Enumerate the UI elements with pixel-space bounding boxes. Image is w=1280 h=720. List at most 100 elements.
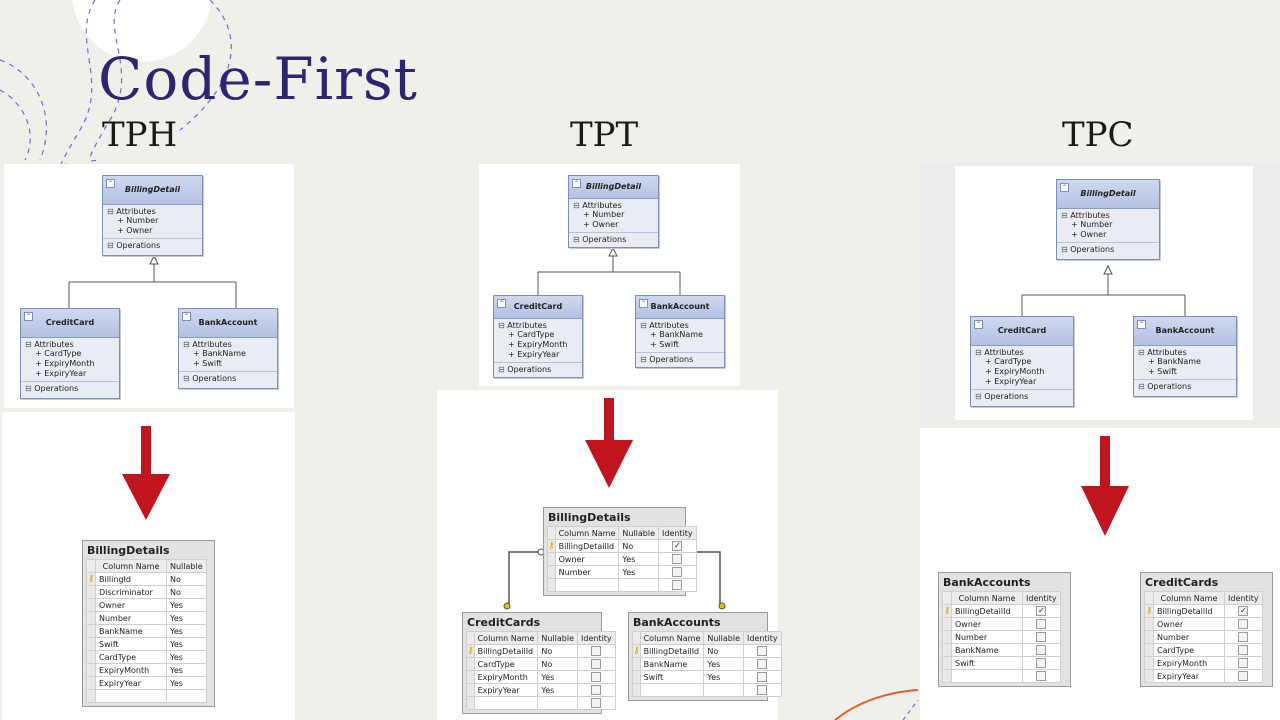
column-nullable: Yes xyxy=(166,650,207,664)
uml-attribute: + Swift xyxy=(650,340,679,349)
column-header: Column Name xyxy=(95,559,167,573)
uml-class-name: BillingDetail xyxy=(1080,189,1136,198)
db-table-title: BankAccounts xyxy=(633,616,721,629)
column-nullable: No xyxy=(703,644,744,658)
column-name: Number xyxy=(554,565,620,579)
collapse-icon: ⌃ xyxy=(106,179,115,188)
uml-class-name: CreditCard xyxy=(513,302,563,311)
column-nullable: Yes xyxy=(166,598,207,612)
column-header: Identity xyxy=(577,631,616,645)
column-header: Identity xyxy=(658,526,697,540)
uml-attribute: + ExpiryYear xyxy=(985,377,1037,386)
slide-title: Code-First xyxy=(98,45,418,113)
uml-class-name: BankAccount xyxy=(1155,326,1215,335)
uml-class-name: CreditCard xyxy=(45,318,95,327)
attributes-header: Attributes xyxy=(640,321,720,330)
decorative-dashed-line xyxy=(179,0,232,131)
operations-header: Operations xyxy=(975,392,1069,401)
tpc-class-diagram-panel: ⌃BillingDetail Attributes + Number + Own… xyxy=(955,166,1253,420)
tph-inheritance-connector xyxy=(68,254,237,308)
collapse-icon: ⌃ xyxy=(182,312,191,321)
uml-attribute: + BankName xyxy=(650,330,703,339)
attributes-header: Attributes xyxy=(183,340,273,349)
column-nullable: Yes xyxy=(537,670,578,684)
column-nullable: No xyxy=(166,572,207,586)
uml-attribute: + Owner xyxy=(1071,230,1107,239)
identity-checkbox xyxy=(1036,632,1047,642)
decorative-dashed-line xyxy=(59,0,96,169)
operations-header: Operations xyxy=(107,241,198,250)
operations-header: Operations xyxy=(573,235,654,244)
down-arrow-icon xyxy=(1081,436,1129,536)
identity-checkbox xyxy=(757,672,768,682)
column-name: ExpiryMonth xyxy=(95,663,167,677)
strategy-label-tph: TPH xyxy=(102,115,178,155)
empty-cell xyxy=(537,696,578,710)
decorative-circle xyxy=(72,0,212,62)
tph-class-diagram-panel: ⌃BillingDetail Attributes + Number + Own… xyxy=(4,164,294,408)
column-header: Nullable xyxy=(166,559,207,573)
attributes-header: Attributes xyxy=(975,348,1069,357)
identity-checkbox xyxy=(1036,671,1047,681)
column-nullable: No xyxy=(166,585,207,599)
identity-checkbox xyxy=(757,646,768,656)
uml-attribute: + Number xyxy=(583,210,625,219)
uml-class-creditcard: ⌃ CreditCard Attributes + CardType + Expi… xyxy=(493,295,583,378)
column-name: BankName xyxy=(95,624,167,638)
operations-header: Operations xyxy=(25,384,115,393)
column-nullable: No xyxy=(537,657,578,671)
key-icon: ⚷ xyxy=(467,646,474,656)
key-icon: ⚷ xyxy=(633,646,640,656)
collapse-icon: ⌃ xyxy=(639,299,648,308)
strategy-label-tpc: TPC xyxy=(1062,115,1134,155)
empty-cell xyxy=(703,683,744,697)
column-name: Owner xyxy=(1153,617,1225,631)
column-name: BillingDetailId xyxy=(639,644,705,658)
column-name: Number xyxy=(1153,630,1225,644)
collapse-icon: ⌃ xyxy=(1060,183,1069,192)
uml-attribute: + ExpiryYear xyxy=(508,350,560,359)
identity-checkbox xyxy=(1036,645,1047,655)
column-name: ExpiryMonth xyxy=(473,670,539,684)
uml-attribute: + Swift xyxy=(1148,367,1177,376)
attributes-header: Attributes xyxy=(107,207,198,216)
uml-attribute: + CardType xyxy=(508,330,555,339)
column-header: Nullable xyxy=(537,631,578,645)
column-name: BillingDetailId xyxy=(951,604,1023,618)
empty-cell xyxy=(639,683,705,697)
identity-checkbox xyxy=(1238,645,1249,655)
operations-header: Operations xyxy=(498,365,578,374)
uml-attribute: + ExpiryMonth xyxy=(35,359,95,368)
uml-class-bankaccount: ⌃BankAccount Attributes + BankName + Swi… xyxy=(1133,316,1237,397)
column-name: Owner xyxy=(951,617,1023,631)
uml-attribute: + Number xyxy=(117,216,159,225)
column-name: Swift xyxy=(639,670,705,684)
tpc-inheritance-connector xyxy=(1021,264,1186,319)
uml-attribute: + CardType xyxy=(985,357,1032,366)
collapse-icon: ⌃ xyxy=(497,299,506,308)
uml-attribute: + CardType xyxy=(35,349,82,358)
attributes-header: Attributes xyxy=(498,321,578,330)
column-name: BillingDetailId xyxy=(1153,604,1225,618)
key-icon: ⚷ xyxy=(548,541,555,551)
identity-checkbox-checked: ✓ xyxy=(1036,606,1047,616)
column-nullable: Yes xyxy=(166,624,207,638)
db-table-title: CreditCards xyxy=(1145,576,1219,589)
db-table-title: BillingDetails xyxy=(87,544,170,557)
column-header: Column Name xyxy=(951,591,1023,605)
uml-class-creditcard: ⌃CreditCard Attributes + CardType + Expi… xyxy=(20,308,120,399)
identity-checkbox xyxy=(591,698,602,708)
uml-attribute: + Swift xyxy=(193,359,222,368)
attributes-header: Attributes xyxy=(1061,211,1155,220)
